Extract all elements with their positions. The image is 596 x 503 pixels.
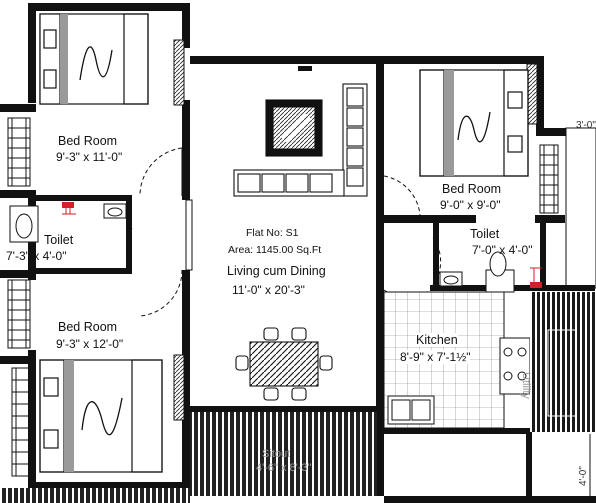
bottom-ledge: [0, 488, 190, 503]
dining-table: [235, 327, 333, 401]
tv-unit: [298, 66, 312, 71]
bed-bottom-left: [39, 359, 163, 473]
utility-area: [530, 292, 596, 432]
room-size-toilet-left: 7'-3" x 4'-0": [6, 249, 67, 263]
room-name-living: Living cum Dining: [227, 264, 326, 278]
room-name-kitchen: Kitchen: [416, 333, 458, 347]
bed-top-right: [419, 69, 529, 177]
right-ledge: [565, 127, 596, 289]
flat-number: Flat No: S1: [246, 227, 299, 239]
room-name-bed-top-left: Bed Room: [58, 134, 118, 148]
room-name-toilet-right: Toilet: [470, 227, 500, 241]
room-name-utility: Utility: [520, 372, 532, 399]
room-size-sitout: 4'-6" x 8'-3": [256, 462, 312, 474]
toilet-left-fixtures: [9, 202, 127, 243]
room-name-toilet-left: Toilet: [44, 233, 74, 247]
room-size-bed-top-right: 9'-0" x 9'-0": [440, 198, 501, 212]
left-side-grills: [7, 117, 559, 477]
room-name-sitout: Sitout: [262, 448, 291, 460]
edge-dimension-top-right: 3'-0": [576, 120, 596, 131]
flat-area: Area: 1145.00 Sq.Ft: [228, 244, 322, 256]
room-size-bed-bottom-left: 9'-3" x 12'-0": [56, 337, 124, 351]
room-name-bed-top-right: Bed Room: [442, 182, 502, 196]
room-size-living: 11'-0" x 20'-3": [232, 283, 305, 297]
windows: [173, 39, 538, 421]
edge-dimension-bottom-right: 4'-0": [578, 466, 589, 486]
bed-top-left: [39, 13, 149, 105]
room-size-kitchen: 8'-9" x 7'-1½": [400, 350, 471, 364]
toilet-right-fixtures: [439, 251, 542, 293]
sitout-area: [190, 412, 377, 496]
room-size-toilet-right: 7'-0" x 4'-0": [472, 243, 533, 257]
room-name-bed-bottom-left: Bed Room: [58, 320, 118, 334]
room-size-bed-top-left: 9'-3" x 11'-0": [56, 150, 123, 164]
sofa-set: [233, 83, 368, 197]
utility-frame: [547, 329, 577, 417]
